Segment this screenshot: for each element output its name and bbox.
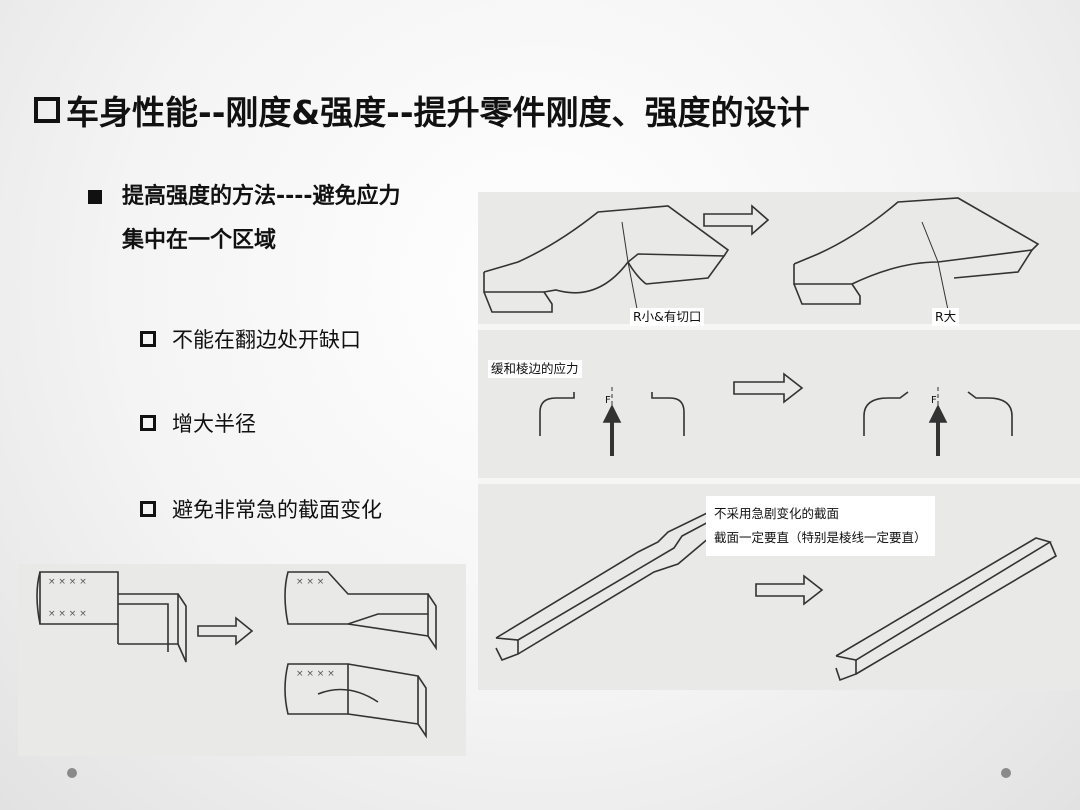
hollow-square-bullet-icon — [34, 97, 60, 123]
sub-item-text: 避免非常急的截面变化 — [172, 498, 382, 522]
sub-item-radius: 增大半径 — [140, 408, 256, 438]
slide-title: 车身性能--刚度&强度--提升零件刚度、强度的设计 — [34, 82, 1054, 138]
sub-item-text: 增大半径 — [172, 412, 256, 436]
flange-notch-drawing: × × × × × × × × × × × × × × × — [36, 571, 437, 739]
hollow-square-bullet-icon — [140, 331, 156, 347]
corner-dot-left — [67, 768, 77, 778]
corner-dot-right — [1001, 768, 1011, 778]
svg-text:× × × ×: × × × × — [48, 609, 87, 619]
svg-text:× × ×: × × × — [296, 577, 324, 587]
hollow-square-bullet-icon — [140, 415, 156, 431]
main-bullet-text: 提高强度的方法----避免应力集中在一个区域 — [122, 184, 401, 253]
label-r-small: R小&有切口 — [630, 308, 705, 326]
label-no-abrupt-section: 不采用急剧变化的截面 截面一定要直（特别是棱线一定要直） — [706, 496, 935, 556]
stress-concentration-figures: R小&有切口 R大 缓和棱边的应力 F F 不采用急剧变化的截面 截面一定要直（… — [478, 192, 1080, 690]
hollow-square-bullet-icon — [140, 501, 156, 517]
label-r-large: R大 — [932, 308, 960, 326]
sub-item-section: 避免非常急的截面变化 — [140, 494, 382, 524]
slide-title-text: 车身性能--刚度&强度--提升零件刚度、强度的设计 — [66, 93, 810, 132]
flange-notch-figure: × × × × × × × × × × × × × × × — [18, 564, 466, 756]
label-relieve-stress: 缓和棱边的应力 — [488, 360, 582, 378]
filled-square-bullet-icon — [88, 190, 102, 204]
label-force-left: F — [605, 395, 611, 406]
sub-item-text: 不能在翻边处开缺口 — [172, 328, 361, 352]
main-bullet: 提高强度的方法----避免应力集中在一个区域 — [88, 175, 418, 263]
stress-figure-drawing — [478, 197, 1080, 682]
sub-item-notch: 不能在翻边处开缺口 — [140, 324, 361, 354]
label-no-abrupt-line1: 不采用急剧变化的截面 — [714, 506, 840, 521]
svg-text:× × × ×: × × × × — [48, 577, 87, 587]
label-force-right: F — [931, 395, 937, 406]
svg-text:× × × ×: × × × × — [296, 669, 335, 679]
label-no-abrupt-line2: 截面一定要直（特别是棱线一定要直） — [714, 530, 927, 545]
